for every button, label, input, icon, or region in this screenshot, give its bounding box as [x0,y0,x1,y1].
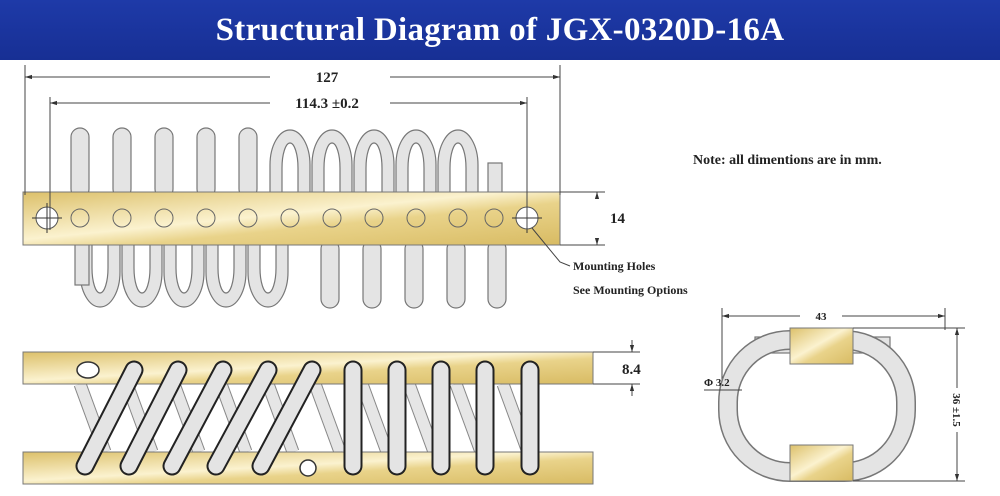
coil-post [238,127,258,199]
coil-loop [437,129,479,199]
lower-clamp [789,444,854,482]
mounting-options-callout: See Mounting Options [573,283,688,297]
coil-loop [121,239,163,308]
coil-post [196,127,216,199]
coil-post [404,239,424,309]
bar-hole [238,208,258,228]
wire-diameter-label: Φ 3.2 [704,377,730,389]
coil-post [362,239,382,309]
bar-hole [406,208,426,228]
diagram-title: Structural Diagram of JGX-0320D-16A [215,11,785,48]
height-label: 36 ±1.5 [950,393,962,427]
coils-above-bar [70,127,503,199]
coil-loop [163,239,205,308]
bar-width-label: 14 [610,211,626,227]
coil-back-fill [309,382,346,454]
coil-loop [79,239,121,308]
bar-hole [154,208,174,228]
coil-back-fill [356,382,393,454]
upper-clamp [789,327,854,365]
coil-loop [311,129,353,199]
bar-hole [196,208,216,228]
bar-hole [70,208,90,228]
lower-bar-hole [299,459,317,477]
title-banner: Structural Diagram of JGX-0320D-16A [0,0,1000,60]
coil-front-fill [253,362,320,474]
bar-hole [112,208,132,228]
bar-hole [280,208,300,228]
coil-post [320,239,340,309]
coil-loop [269,129,311,199]
bar-hole [448,208,468,228]
coil-back-fill [403,382,440,454]
bar-thickness-label: 8.4 [622,362,641,378]
coil-post [446,239,466,309]
coil-end [74,239,90,286]
coil-loop [205,239,247,308]
end-view: 43 36 ±1.5 Φ 3.2 [704,308,965,482]
coil-post [154,127,174,199]
coil-loop [353,129,395,199]
mounting-bar [22,191,561,246]
coils-below-bar [74,239,507,309]
hole-center-mark [32,203,62,233]
bar-hole [484,208,504,228]
bar-hole [364,208,384,228]
coil-post [487,239,507,309]
width-label: 43 [816,311,828,323]
coil-front-fill [164,362,231,474]
coil-post [70,127,90,199]
overall-length-label: 127 [316,70,339,86]
coil-loop [395,129,437,199]
coil-front-fill [121,362,186,474]
coil-front-fill [208,362,276,474]
side-view: 8.4 [22,340,641,485]
coil-front-fill [77,362,142,474]
coil-end [487,162,503,196]
coil-post [112,127,132,199]
upper-bar-hole [76,361,100,379]
coil-loop [247,239,289,308]
top-view: 127 114.3 ±0.2 14 Mounting Holes See Mou… [22,65,688,309]
units-note: Note: all dimentions are in mm. [693,153,882,168]
bar-hole [322,208,342,228]
mounting-holes-callout: Mounting Holes [573,259,656,273]
hole-spacing-label: 114.3 ±0.2 [295,96,359,112]
